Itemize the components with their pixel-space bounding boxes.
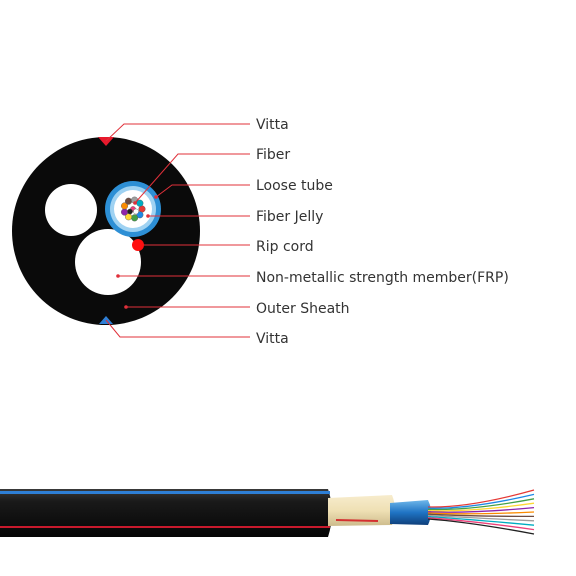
side-fiber-strand — [427, 493, 535, 509]
side-fiber-strand — [427, 502, 535, 512]
frp-member-left — [45, 184, 97, 236]
label-frp: Non-metallic strength member(FRP) — [256, 270, 509, 286]
leader-lines — [105, 123, 250, 338]
leader-vitta-bottom — [105, 319, 250, 338]
label-fiber-jelly: Fiber Jelly — [256, 209, 323, 225]
side-fiber-strand — [427, 513, 535, 518]
fiber-bundle — [121, 196, 146, 222]
side-fiber-strand — [427, 498, 535, 511]
label-vitta-top: Vitta — [256, 117, 289, 133]
leader-dots — [116, 195, 158, 309]
leader-loose-tube — [155, 184, 250, 198]
side-fiber-strand — [427, 518, 535, 535]
side-fiber-strand — [427, 515, 535, 526]
rip-cord-dot — [132, 239, 144, 251]
fiber-strand — [127, 208, 133, 215]
label-rip-cord: Rip cord — [256, 239, 314, 255]
dot-fiber-jelly — [146, 214, 150, 218]
side-outer-jacket — [0, 489, 332, 537]
fiber-strand — [136, 199, 144, 207]
side-vitta-red-stripe — [0, 526, 330, 528]
label-vitta-bottom: Vitta — [256, 331, 289, 347]
fiber-strand — [121, 208, 129, 216]
cable-side-view — [0, 489, 535, 537]
side-fiber-strand — [427, 517, 535, 531]
side-fiber-strand — [427, 489, 535, 508]
label-outer-sheath: Outer Sheath — [256, 301, 350, 317]
side-rip-cord — [335, 519, 379, 522]
fiber-strand — [121, 202, 129, 210]
side-fiber-strand — [427, 511, 535, 515]
labels: Vitta Fiber Loose tube Fiber Jelly Rip c… — [256, 117, 509, 347]
leader-vitta-top — [105, 123, 250, 142]
dot-frp — [116, 274, 120, 278]
side-fibers — [427, 489, 535, 535]
side-loose-tube — [390, 500, 431, 525]
dot-fiber — [133, 201, 137, 205]
dot-outer-sheath — [124, 305, 128, 309]
dot-loose-tube — [154, 195, 158, 199]
fiber-strand — [131, 214, 139, 222]
fiber-strand — [124, 197, 132, 205]
side-vitta-blue-stripe — [0, 491, 330, 494]
cable-cross-section — [12, 137, 200, 325]
fiber-strand — [133, 208, 139, 215]
leader-fiber — [134, 153, 250, 204]
frp-member-bottom — [75, 229, 141, 295]
side-fiber-strand — [427, 514, 535, 522]
label-loose-tube: Loose tube — [256, 178, 333, 194]
side-fiber-strand — [427, 506, 535, 513]
side-frp-member — [328, 495, 395, 526]
label-fiber: Fiber — [256, 147, 290, 163]
vitta-top-marker — [98, 137, 114, 146]
